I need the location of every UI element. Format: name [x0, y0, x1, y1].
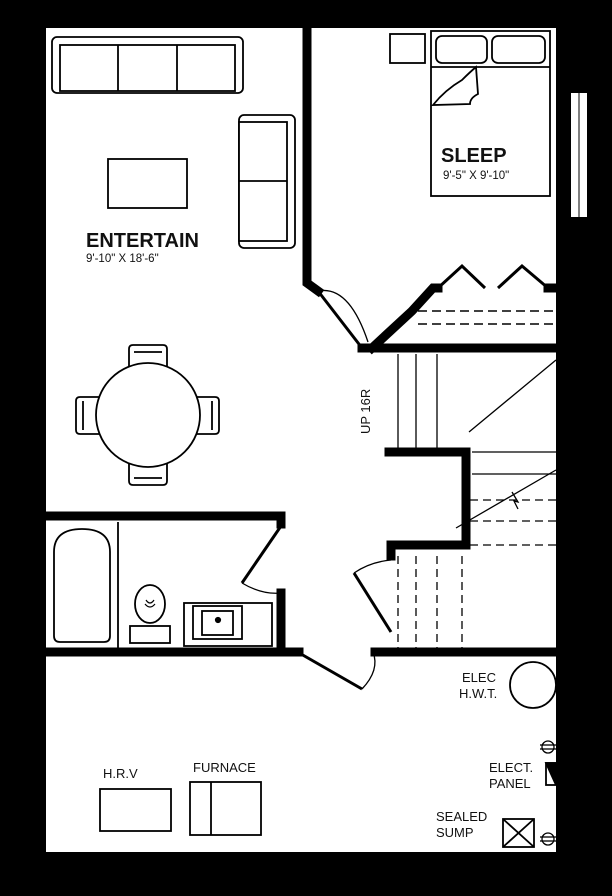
toilet [129, 584, 171, 644]
panel-label-line1: ELECT. [489, 760, 533, 775]
entertain-room-name: ENTERTAIN [86, 230, 199, 252]
hwt-label-line1: ELEC [462, 670, 496, 685]
coffee-table [107, 158, 188, 209]
outlet-icon [540, 832, 556, 846]
sleep-room-name: SLEEP [441, 145, 507, 167]
sofa [51, 36, 244, 94]
outlet-icon [540, 740, 556, 754]
entertain-room-dims: 9'-10" X 18'-6" [86, 253, 159, 265]
electrical-panel [544, 762, 557, 786]
hrv-unit [99, 788, 172, 832]
closet-shelf [418, 310, 556, 325]
panel-label-line2: PANEL [489, 776, 531, 791]
sleep-room-dims: 9'-5" X 9'-10" [443, 170, 509, 182]
loveseat [238, 114, 296, 249]
hrv-label: H.R.V [103, 766, 138, 781]
hot-water-tank [509, 661, 557, 709]
staircase [397, 354, 557, 648]
bathtub [53, 522, 119, 648]
sump-label-line1: SEALED [436, 809, 487, 824]
stair-label: UP 16R [358, 389, 373, 434]
interior-walls [41, 23, 561, 657]
dining-set [75, 344, 220, 486]
window [569, 91, 589, 219]
sump-label-line2: SUMP [436, 825, 474, 840]
bed [430, 30, 551, 197]
sump-pit [502, 818, 535, 848]
sink-vanity [183, 602, 273, 647]
nightstand [389, 33, 426, 64]
hwt-label-line2: H.W.T. [459, 686, 497, 701]
furnace-label: FURNACE [193, 760, 256, 775]
furnace-unit [189, 781, 262, 836]
doors [240, 263, 549, 691]
